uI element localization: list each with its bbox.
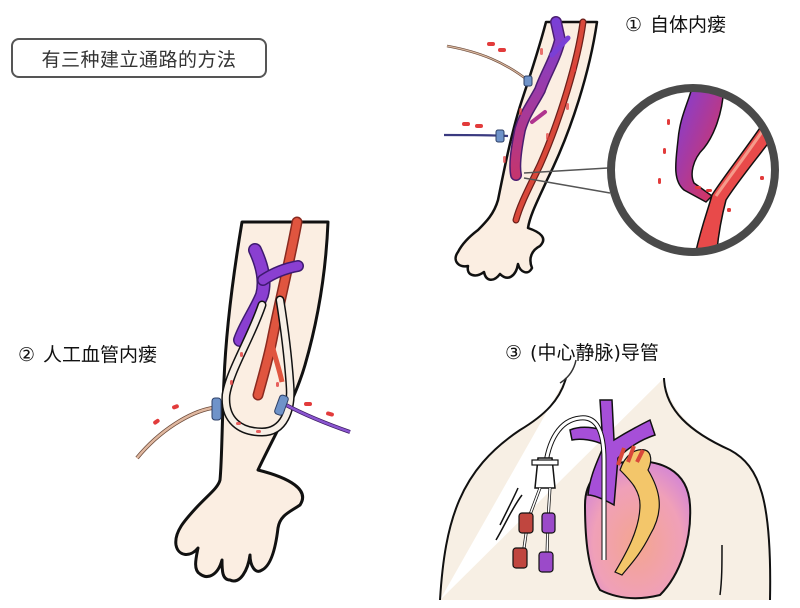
arm-2-needle-hub-1 bbox=[211, 397, 222, 421]
arm-2-graft-fistula bbox=[135, 216, 351, 583]
catheter-purple-clamp bbox=[541, 512, 556, 534]
magnifier-ring bbox=[607, 84, 779, 256]
label-3-pointer bbox=[559, 359, 577, 384]
arm-2-arterial-line bbox=[135, 406, 213, 460]
catheter-purple-cap bbox=[538, 551, 554, 573]
magnifier-anastomosis-detail bbox=[607, 84, 779, 256]
method-3-number: ③ bbox=[505, 342, 523, 364]
method-1-label: ① 自体内瘘 bbox=[625, 10, 726, 37]
method-2-number: ② bbox=[18, 344, 36, 366]
method-1-number: ① bbox=[625, 14, 643, 36]
method-1-text: 自体内瘘 bbox=[650, 14, 727, 36]
method-2-text: 人工血管内瘘 bbox=[43, 344, 158, 366]
method-3-label: ③ (中心静脉)导管 bbox=[505, 338, 659, 365]
method-2-label: ② 人工血管内瘘 bbox=[18, 340, 157, 367]
arm-1-native-fistula bbox=[443, 16, 611, 281]
magnifier-pointer-line-1 bbox=[523, 167, 609, 174]
page-title: 有三种建立通路的方法 bbox=[11, 38, 267, 78]
arm-1-flow-arrows bbox=[462, 42, 576, 163]
magnified-vein bbox=[675, 88, 725, 203]
title-text: 有三种建立通路的方法 bbox=[41, 48, 237, 71]
arm-2-flow-arrows bbox=[153, 352, 334, 433]
arm-1-outline bbox=[454, 20, 599, 281]
catheter-red-cap bbox=[512, 547, 528, 569]
arm-1-needle-hub-1 bbox=[523, 75, 533, 87]
catheter-red-clamp bbox=[518, 512, 534, 534]
magnified-artery bbox=[693, 117, 775, 252]
arm-1-arterial-line bbox=[446, 44, 531, 83]
arm-2-needle-hub-2 bbox=[274, 394, 289, 416]
arm-1-needle-hub-2 bbox=[495, 129, 505, 143]
magnifier-pointer-line-2 bbox=[523, 177, 611, 194]
arm-2-outline bbox=[174, 220, 330, 583]
aorta bbox=[614, 449, 660, 576]
chest-catheter bbox=[439, 377, 772, 601]
method-3-text: (中心静脉)导管 bbox=[530, 342, 659, 364]
superior-vena-cava bbox=[569, 399, 656, 507]
